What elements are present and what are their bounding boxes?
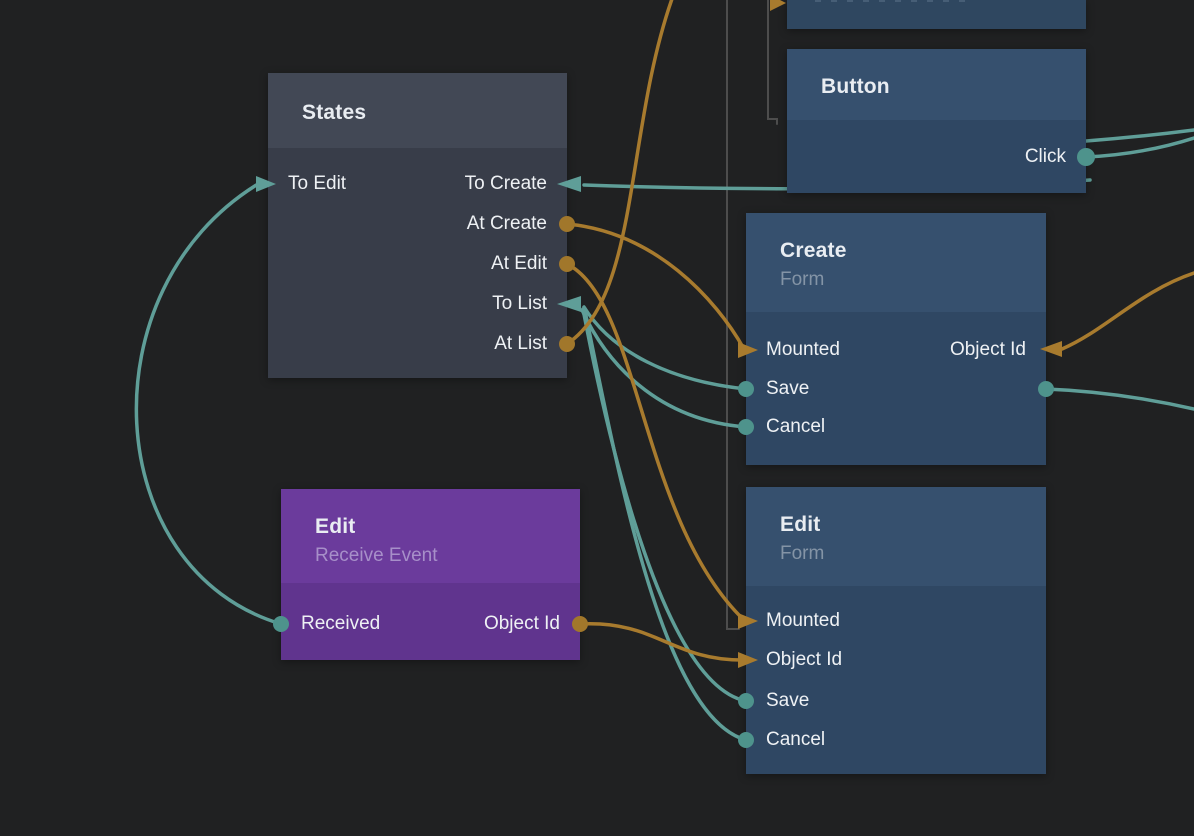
node-states[interactable]: States To Edit To Create At Create At Ed… bbox=[268, 73, 567, 378]
port-arrow-create-mounted[interactable] bbox=[738, 342, 758, 358]
node-partial-top[interactable] bbox=[787, 0, 1086, 29]
port-label-to-list: To List bbox=[492, 293, 547, 314]
port-row: To Edit To Create bbox=[288, 171, 547, 197]
port-row: Save bbox=[766, 376, 1026, 402]
node-subtitle: Receive Event bbox=[315, 545, 438, 566]
port-row: Cancel bbox=[766, 414, 1026, 440]
port-arrow-to-edit[interactable] bbox=[256, 176, 276, 192]
node-title: Edit bbox=[315, 515, 356, 538]
port-dot-edit-cancel[interactable] bbox=[738, 732, 754, 748]
port-row: Object Id bbox=[766, 647, 1026, 673]
port-row: Received Object Id bbox=[301, 611, 560, 637]
edge-atcreate-to-createmounted[interactable] bbox=[565, 222, 746, 351]
node-title: States bbox=[302, 101, 367, 124]
port-dot-create-output[interactable] bbox=[1038, 381, 1054, 397]
clipped-port-label bbox=[815, 0, 965, 2]
port-label-at-edit: At Edit bbox=[491, 253, 547, 274]
edge-createsave-to-tolist[interactable] bbox=[582, 305, 748, 391]
port-dot-received[interactable] bbox=[273, 616, 289, 632]
port-arrow-to-create[interactable] bbox=[557, 176, 581, 192]
edge-click-out-lower[interactable] bbox=[1084, 136, 1194, 159]
port-dot-click[interactable] bbox=[1077, 148, 1095, 166]
edge-createcancel-to-tolist[interactable] bbox=[580, 308, 748, 429]
node-title: Edit bbox=[780, 513, 821, 536]
port-label-save: Save bbox=[766, 378, 810, 399]
guide-line-vertical-long bbox=[726, 0, 740, 630]
node-header: Edit Form bbox=[746, 487, 1046, 565]
port-dot-create-save[interactable] bbox=[738, 381, 754, 397]
port-label-object-id: Object Id bbox=[766, 649, 843, 670]
port-label-object-id: Object Id bbox=[483, 613, 560, 634]
port-row: To List bbox=[288, 291, 547, 317]
port-arrow-create-objectid[interactable] bbox=[1040, 341, 1062, 357]
port-row: Mounted Object Id bbox=[766, 337, 1026, 363]
node-title: Create bbox=[780, 239, 847, 262]
port-label-cancel: Cancel bbox=[766, 729, 826, 750]
port-row: Mounted bbox=[766, 608, 1026, 634]
port-label-mounted: Mounted bbox=[766, 610, 840, 631]
edge-right-to-createobjectid[interactable] bbox=[1060, 271, 1194, 351]
port-dot-create-cancel[interactable] bbox=[738, 419, 754, 435]
port-row: At List bbox=[288, 331, 547, 357]
port-dot-objectid-out[interactable] bbox=[572, 616, 588, 632]
port-label-to-edit: To Edit bbox=[288, 173, 347, 194]
port-dot-at-create[interactable] bbox=[559, 216, 575, 232]
node-create-form[interactable]: Create Form Mounted Object Id Save Cance… bbox=[746, 213, 1046, 465]
port-arrow-edit-objectid[interactable] bbox=[738, 652, 758, 668]
port-row: Save bbox=[766, 688, 1026, 714]
node-header: Create Form bbox=[746, 213, 1046, 291]
port-label-received: Received bbox=[301, 613, 381, 634]
port-dot-edit-save[interactable] bbox=[738, 693, 754, 709]
port-row: At Create bbox=[288, 211, 547, 237]
port-dot-at-list[interactable] bbox=[559, 336, 575, 352]
edge-received-to-toedit[interactable] bbox=[134, 182, 283, 626]
port-label-save: Save bbox=[766, 690, 810, 711]
edge-objectid-to-editobjectid[interactable] bbox=[578, 622, 746, 662]
port-dot-at-edit[interactable] bbox=[559, 256, 575, 272]
port-label-to-create: To Create bbox=[464, 173, 547, 194]
node-edit-receive-event[interactable]: Edit Receive Event Received Object Id bbox=[281, 489, 580, 660]
port-row: Cancel bbox=[766, 727, 1026, 753]
node-edit-form[interactable]: Edit Form Mounted Object Id Save Cancel bbox=[746, 487, 1046, 774]
node-title: Button bbox=[821, 75, 890, 98]
port-label-click: Click bbox=[1024, 146, 1066, 167]
node-header: Button bbox=[787, 49, 1086, 99]
node-header: Edit Receive Event bbox=[281, 489, 580, 567]
port-arrow-partial-top[interactable] bbox=[770, 0, 786, 11]
port-label-cancel: Cancel bbox=[766, 416, 826, 437]
port-label-object-id: Object Id bbox=[949, 339, 1026, 360]
node-subtitle: Form bbox=[780, 543, 825, 564]
port-label-at-create: At Create bbox=[466, 213, 547, 234]
edge-create-output-right[interactable] bbox=[1044, 387, 1194, 411]
edge-click-out-upper[interactable] bbox=[1084, 128, 1194, 143]
guide-line-bracket bbox=[767, 0, 778, 125]
port-arrow-edit-mounted[interactable] bbox=[738, 613, 758, 629]
edge-atedit-to-editmounted[interactable] bbox=[565, 262, 746, 622]
port-row: At Edit bbox=[288, 251, 547, 277]
node-subtitle: Form bbox=[780, 269, 825, 290]
port-arrow-to-list[interactable] bbox=[557, 296, 581, 312]
port-row: Click bbox=[807, 144, 1066, 170]
port-label-at-list: At List bbox=[494, 333, 547, 354]
node-button[interactable]: Button Click bbox=[787, 49, 1086, 193]
edge-editcancel-to-tolist[interactable] bbox=[583, 309, 748, 742]
node-header: States bbox=[268, 73, 567, 125]
edge-atlist-to-top[interactable] bbox=[565, 0, 674, 346]
port-label-mounted: Mounted bbox=[766, 339, 840, 360]
